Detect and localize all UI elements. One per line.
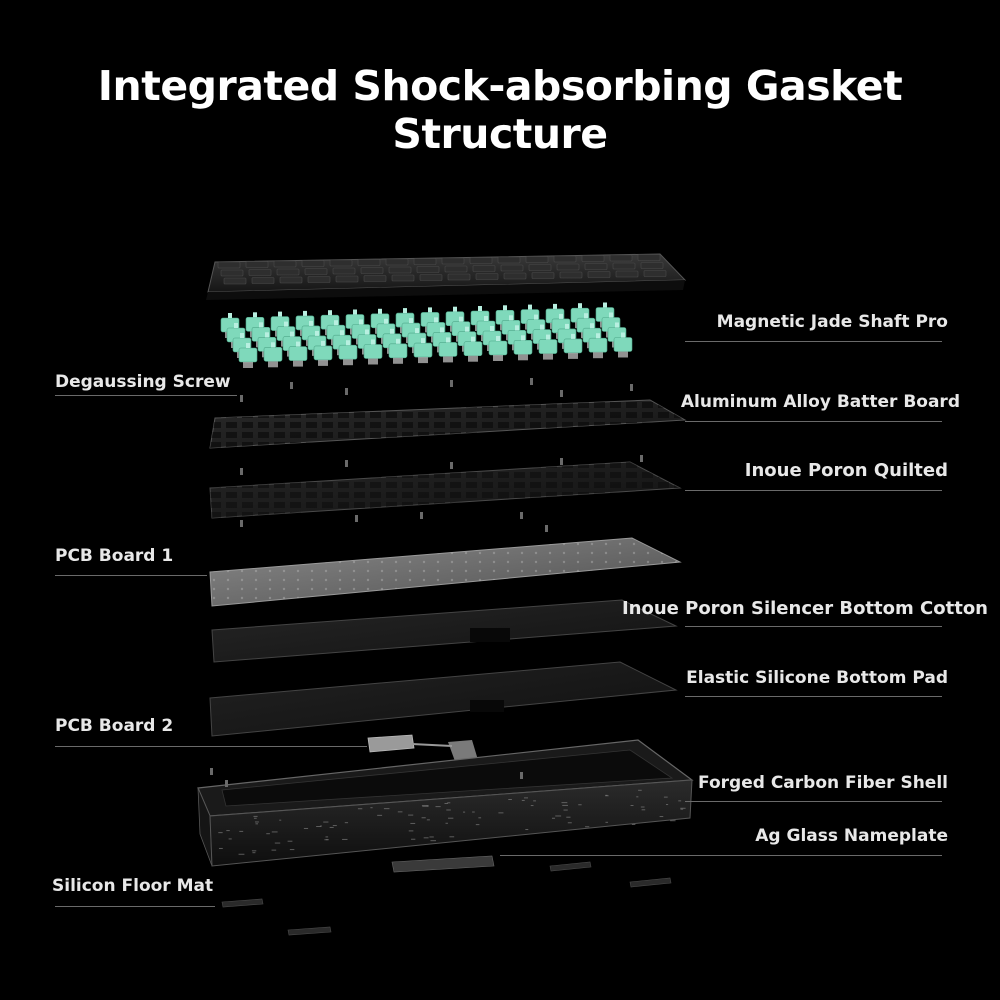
aluminum-plate-layer (209, 399, 687, 449)
leader-line-silencer-cotton (685, 626, 942, 627)
leader-line-aluminum-plate (685, 421, 942, 422)
leader-line-degaussing-screw (55, 395, 237, 396)
leader-line-silicone-pad (685, 696, 942, 697)
silicone-pad-layer (209, 661, 678, 737)
leader-line-poron-quilted (685, 490, 942, 491)
label-ag-glass-nameplate: Ag Glass Nameplate (755, 826, 948, 846)
label-pcb-board-1: PCB Board 1 (55, 546, 174, 566)
leader-line-carbon-shell (685, 801, 942, 802)
label-degaussing-screw: Degaussing Screw (55, 372, 231, 392)
leader-line-pcb-board-1 (55, 575, 207, 576)
page-title: Integrated Shock-absorbing Gasket Struct… (97, 62, 903, 158)
jade-switch-layer (220, 302, 633, 368)
leader-line-magnetic-jade (685, 341, 942, 342)
label-silicon-floor-mat: Silicon Floor Mat (52, 876, 214, 896)
label-inoue-poron-quilted: Inoue Poron Quilted (744, 460, 948, 481)
label-inoue-poron-silencer-bottom-cotton: Inoue Poron Silencer Bottom Cotton (621, 598, 988, 619)
label-forged-carbon-fiber-shell: Forged Carbon Fiber Shell (698, 773, 948, 793)
label-magnetic-jade-shaft-pro: Magnetic Jade Shaft Pro (716, 312, 948, 332)
keycap-layer (206, 253, 687, 300)
pcb-board-1-layer (209, 537, 682, 607)
label-aluminum-alloy-batter-board: Aluminum Alloy Batter Board (680, 392, 960, 412)
label-pcb-board-2: PCB Board 2 (55, 716, 174, 736)
carbon-fiber-shell (197, 739, 694, 867)
leader-line-pcb-board-2 (55, 746, 367, 747)
silicon-floor-mats (221, 861, 672, 936)
label-elastic-silicone-bottom-pad: Elastic Silicone Bottom Pad (686, 668, 948, 688)
leader-line-floor-mat (55, 906, 215, 907)
silencer-cotton-layer (211, 599, 678, 663)
poron-quilted-layer (209, 461, 682, 519)
ag-glass-nameplate-part (391, 855, 495, 873)
leader-line-nameplate (500, 855, 942, 856)
